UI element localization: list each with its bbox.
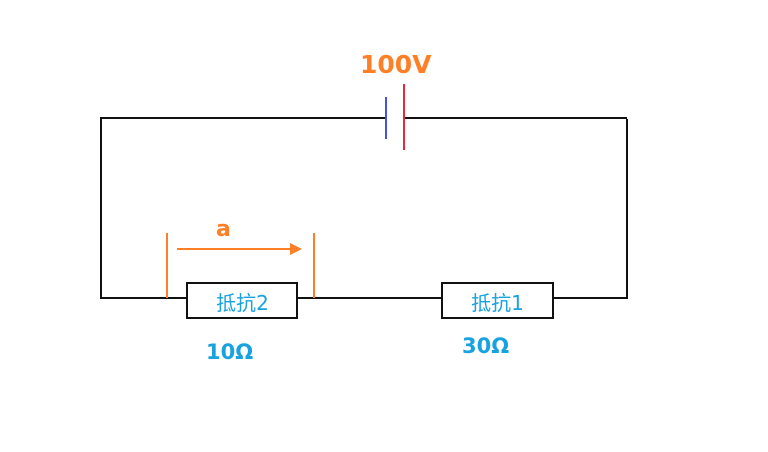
resistor-1-box xyxy=(441,282,554,319)
resistor-2-resistance: 10Ω xyxy=(206,340,254,364)
resistor-2-name: 抵抗2 xyxy=(216,290,269,315)
resistor-1-resistance: 30Ω xyxy=(462,334,510,358)
battery-voltage-label: 100V xyxy=(360,50,432,79)
measure-arrow-head xyxy=(290,243,302,255)
resistor-1-name: 抵抗1 xyxy=(471,290,524,315)
resistor-2-box xyxy=(186,282,298,319)
resistor-2-label: 抵抗2 xyxy=(187,283,298,319)
resistor-1-label: 抵抗1 xyxy=(442,283,553,319)
measurement-label: a xyxy=(216,217,231,242)
